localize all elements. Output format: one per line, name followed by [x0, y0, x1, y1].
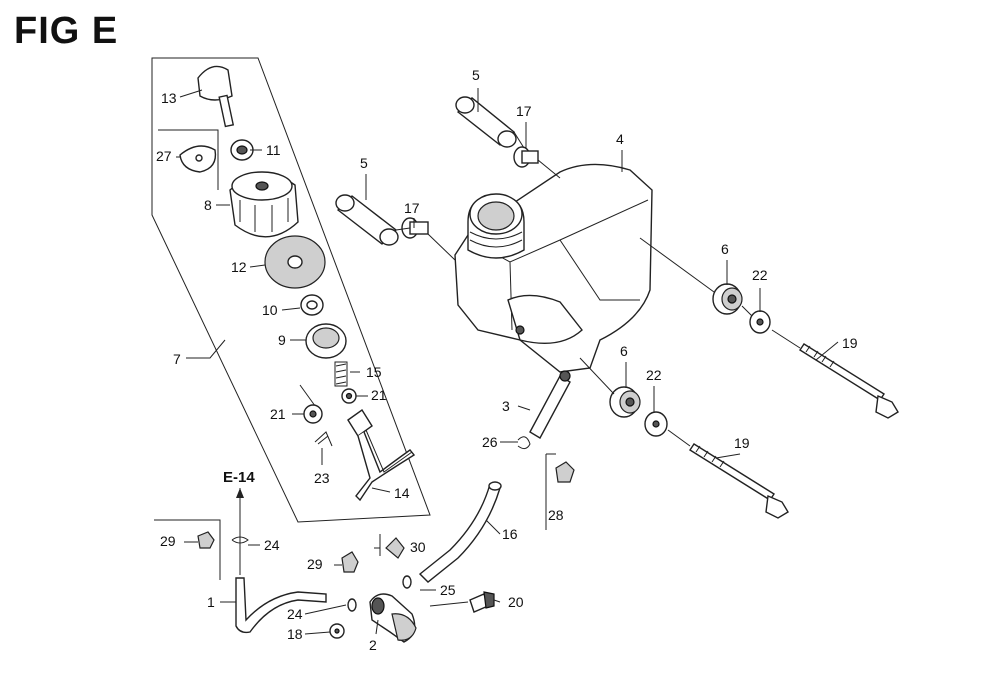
part-10-ring[interactable] — [300, 294, 324, 316]
callout-26: 26 — [482, 434, 498, 450]
part-14-strap[interactable] — [347, 408, 416, 502]
part-6-mount-upper[interactable] — [712, 283, 743, 315]
callout-29-left: 29 — [160, 533, 176, 549]
callout-27: 27 — [156, 148, 172, 164]
part-12-gasket[interactable] — [264, 235, 326, 289]
part-26-clip[interactable] — [517, 436, 531, 450]
part-9-cup[interactable] — [305, 323, 347, 359]
part-5-sleeve-lower[interactable] — [335, 194, 399, 246]
part-24-clamp-lower[interactable] — [347, 598, 357, 612]
part-21-washer-right[interactable] — [341, 388, 357, 404]
leader-lines — [176, 88, 839, 635]
part-20-screw[interactable] — [469, 591, 495, 613]
callout-25: 25 — [440, 582, 456, 598]
part-23-clip[interactable] — [314, 431, 333, 447]
callout-10: 10 — [262, 302, 278, 318]
callout-16: 16 — [502, 526, 518, 542]
callout-14: 14 — [394, 485, 410, 501]
callout-8: 8 — [204, 197, 212, 213]
callout-9: 9 — [278, 332, 286, 348]
part-17-bushing-lower[interactable] — [401, 217, 429, 239]
callout-13: 13 — [161, 90, 177, 106]
part-25-oring[interactable] — [402, 575, 412, 589]
callout-6-upper: 6 — [721, 241, 729, 257]
cap-assembly-boundary — [151, 57, 431, 523]
part-29-nut-right[interactable] — [341, 551, 359, 573]
part-27-plate[interactable] — [179, 145, 217, 173]
part-15-spring[interactable] — [334, 361, 348, 387]
part-5-sleeve-upper[interactable] — [455, 96, 517, 148]
callout-24-upper: 24 — [264, 537, 280, 553]
part-11-grommet[interactable] — [230, 139, 254, 161]
callout-4: 4 — [616, 131, 624, 147]
part-22-washer-lower[interactable] — [644, 411, 668, 437]
part-16-fuel-tube[interactable] — [418, 481, 502, 583]
callout-22-lower: 22 — [646, 367, 662, 383]
part-30-clip[interactable] — [379, 534, 405, 559]
part-13-knob[interactable] — [197, 65, 235, 128]
bracket-27 — [158, 129, 219, 190]
callout-15: 15 — [366, 364, 382, 380]
callout-6-lower: 6 — [620, 343, 628, 359]
callout-23: 23 — [314, 470, 330, 486]
part-3-strainer[interactable] — [529, 370, 571, 439]
callout-5-upper: 5 — [472, 67, 480, 83]
callout-2: 2 — [369, 637, 377, 653]
part-1-tube[interactable] — [235, 577, 327, 634]
callout-29-right: 29 — [307, 556, 323, 572]
part-19-bolt-lower[interactable] — [689, 443, 789, 519]
reference-e14: E-14 — [223, 469, 255, 486]
callout-5-lower: 5 — [360, 155, 368, 171]
callout-21-right: 21 — [371, 387, 387, 403]
part-6-mount-lower[interactable] — [609, 386, 641, 418]
callout-labels: 13 11 27 8 12 10 9 7 15 21 21 23 14 5 17… — [156, 67, 858, 653]
callout-17-lower: 17 — [404, 200, 420, 216]
callout-18: 18 — [287, 626, 303, 642]
callout-3: 3 — [502, 398, 510, 414]
ref-arrow-head — [236, 488, 244, 498]
part-22-washer-upper[interactable] — [749, 310, 771, 334]
callout-22-upper: 22 — [752, 267, 768, 283]
callout-30: 30 — [410, 539, 426, 555]
callout-20: 20 — [508, 594, 524, 610]
figure-title: FIG E — [14, 10, 119, 52]
part-4-fuel-tank[interactable] — [454, 163, 653, 373]
part-29-nut-left[interactable] — [154, 519, 221, 580]
part-18-washer[interactable] — [329, 623, 345, 639]
callout-12: 12 — [231, 259, 247, 275]
callout-19-upper: 19 — [842, 335, 858, 351]
callout-17-upper: 17 — [516, 103, 532, 119]
callout-24-lower: 24 — [287, 606, 303, 622]
callout-1: 1 — [207, 594, 215, 610]
part-21-washer-left[interactable] — [303, 404, 323, 424]
part-2-fuel-valve[interactable] — [369, 593, 417, 643]
part-17-bushing-upper[interactable] — [513, 146, 539, 168]
callout-21-left: 21 — [270, 406, 286, 422]
callout-7: 7 — [173, 351, 181, 367]
part-24-clamp-upper[interactable] — [231, 536, 249, 544]
callout-28: 28 — [548, 507, 564, 523]
part-8-fuel-cap[interactable] — [229, 171, 299, 238]
callout-11: 11 — [266, 142, 281, 158]
part-19-bolt-upper[interactable] — [799, 343, 899, 419]
callout-19-lower: 19 — [734, 435, 750, 451]
part-28-nut[interactable] — [545, 453, 575, 530]
